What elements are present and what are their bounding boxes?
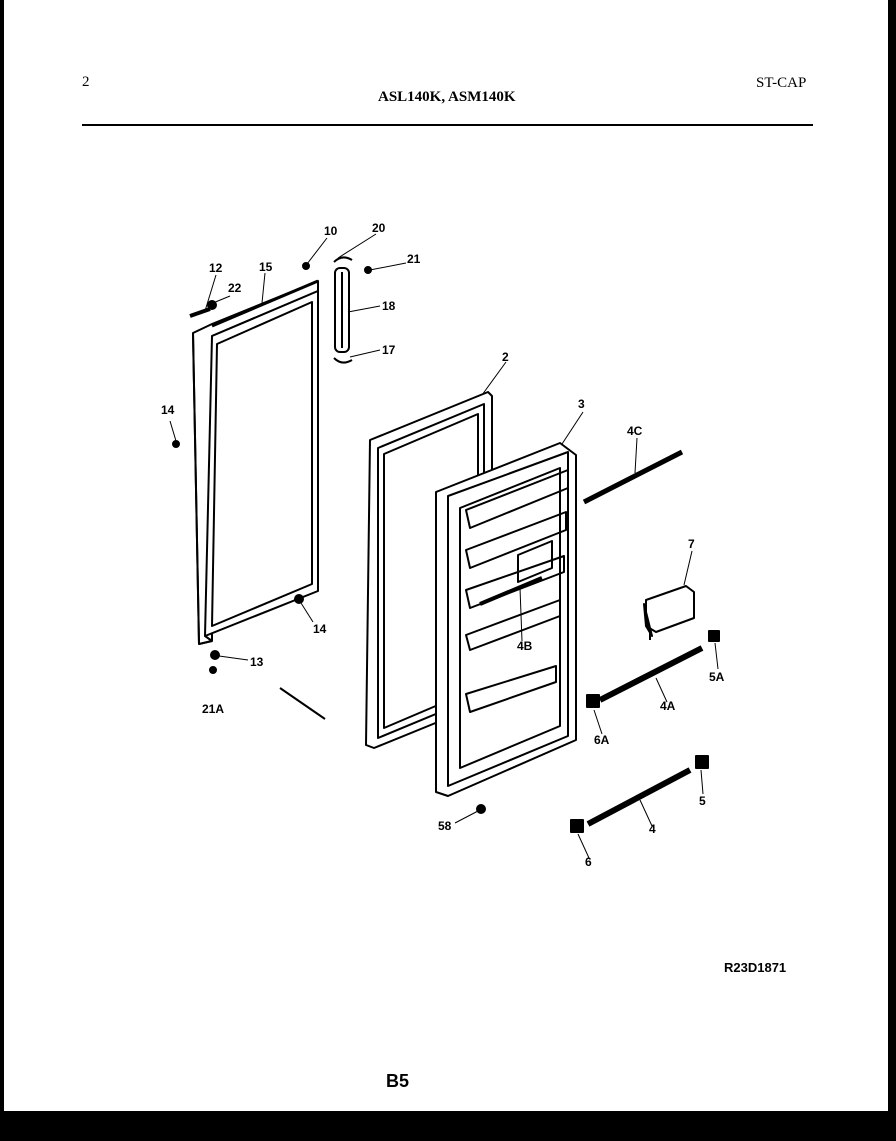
callout-label: 4B	[517, 639, 533, 653]
callout-labels: 10 20 21 12 15 22 18 17 2 14 3 4C 7 14 1…	[161, 221, 725, 869]
callout-label: 13	[250, 655, 264, 669]
callout-label: 5	[699, 794, 706, 808]
drawing-id: R23D1871	[724, 960, 787, 975]
screw-21a	[209, 666, 217, 674]
callout-label: 10	[324, 224, 338, 238]
callout-label: 7	[688, 537, 695, 551]
end-cap-6a	[586, 694, 600, 708]
callout-label: 20	[372, 221, 386, 235]
callout-label: 58	[438, 819, 452, 833]
callout-label: 12	[209, 261, 223, 275]
header-rule	[82, 124, 813, 126]
callout-label: 14	[161, 403, 175, 417]
end-cap-5	[695, 755, 709, 769]
inner-door-liner	[435, 442, 577, 797]
page-code: B5	[386, 1071, 410, 1091]
callout-label: 18	[382, 299, 396, 313]
callout-label: 6	[585, 855, 592, 869]
callout-label: 15	[259, 260, 273, 274]
callout-label: 14	[313, 622, 327, 636]
callout-label: 5A	[709, 670, 725, 684]
model-list: ASL140K, ASM140K	[378, 89, 516, 105]
callout-label: 3	[578, 397, 585, 411]
screw-58	[476, 804, 486, 814]
screw-14-upper	[172, 440, 180, 448]
callout-label: 22	[228, 281, 242, 295]
rail-4	[586, 767, 692, 827]
callout-label: 4C	[627, 424, 643, 438]
door-handle	[333, 256, 353, 364]
pin-12	[189, 307, 211, 318]
hinge-cover	[643, 585, 695, 640]
callout-label: 17	[382, 343, 396, 357]
section-code: ST-CAP	[756, 75, 807, 91]
outer-door-panel	[192, 279, 319, 645]
rail-4a	[598, 645, 704, 703]
page-number: 2	[82, 74, 90, 90]
part-13	[210, 650, 220, 660]
callout-label: 2	[502, 350, 509, 364]
callout-label: 4	[649, 822, 656, 836]
screw-14-lower	[294, 594, 304, 604]
end-cap-5a	[708, 630, 720, 642]
callout-label: 21	[407, 252, 421, 266]
end-cap-6	[570, 819, 584, 833]
callout-label: 4A	[660, 699, 676, 713]
rail-4c	[582, 449, 684, 505]
callout-label: 6A	[594, 733, 610, 747]
screw-10	[302, 262, 310, 270]
callout-label: 21A	[202, 702, 224, 716]
